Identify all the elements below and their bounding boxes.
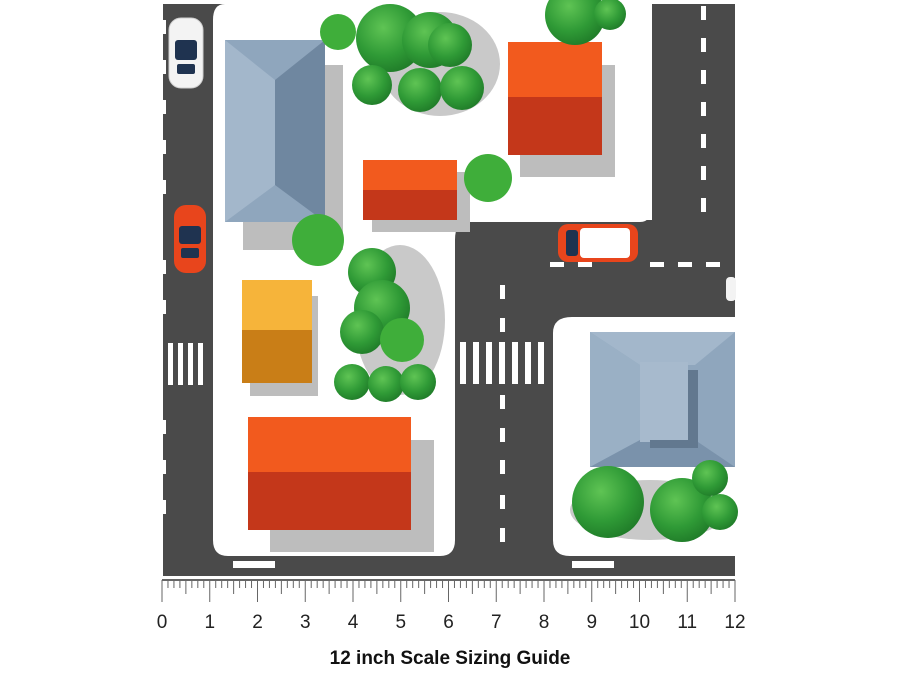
car-red bbox=[174, 205, 206, 273]
building-red-bottom bbox=[248, 417, 434, 552]
car-edge-partial bbox=[726, 277, 736, 301]
car-white bbox=[168, 17, 204, 89]
ruler-label: 5 bbox=[395, 612, 406, 633]
lane-marking-bottom-right bbox=[572, 561, 614, 568]
lane-marking-bottom-left bbox=[233, 561, 275, 568]
tree-cluster-top bbox=[320, 0, 626, 116]
ruler-label: 11 bbox=[677, 612, 697, 633]
ruler-label: 9 bbox=[586, 612, 597, 633]
ruler-label: 4 bbox=[348, 612, 359, 633]
crosswalk-center bbox=[460, 342, 544, 384]
ruler-ticks bbox=[161, 580, 736, 602]
building-red-small bbox=[363, 160, 470, 232]
ruler-label: 12 bbox=[724, 612, 745, 633]
tree-cluster-middle bbox=[292, 154, 512, 402]
building-yellow bbox=[242, 280, 318, 396]
crosswalk-left bbox=[168, 343, 203, 385]
lane-markings-left bbox=[162, 20, 166, 514]
building-blue-right bbox=[590, 332, 735, 467]
ruler-label: 2 bbox=[252, 612, 263, 633]
tree-cluster-bottom-right bbox=[570, 460, 738, 542]
ruler-label: 6 bbox=[443, 612, 454, 633]
ruler-label: 0 bbox=[157, 612, 168, 633]
ruler-label: 1 bbox=[204, 612, 215, 633]
ruler-label: 10 bbox=[629, 612, 650, 633]
car-orange-white bbox=[558, 224, 638, 262]
lane-markings-horizontal bbox=[550, 262, 720, 267]
ruler-label: 8 bbox=[539, 612, 550, 633]
lane-markings-right bbox=[701, 6, 706, 212]
building-red-top-right bbox=[508, 42, 615, 177]
ruler-label: 3 bbox=[300, 612, 311, 633]
scale-caption: 12 inch Scale Sizing Guide bbox=[329, 648, 571, 669]
ruler-label: 7 bbox=[491, 612, 502, 633]
lane-markings-center bbox=[500, 285, 505, 542]
